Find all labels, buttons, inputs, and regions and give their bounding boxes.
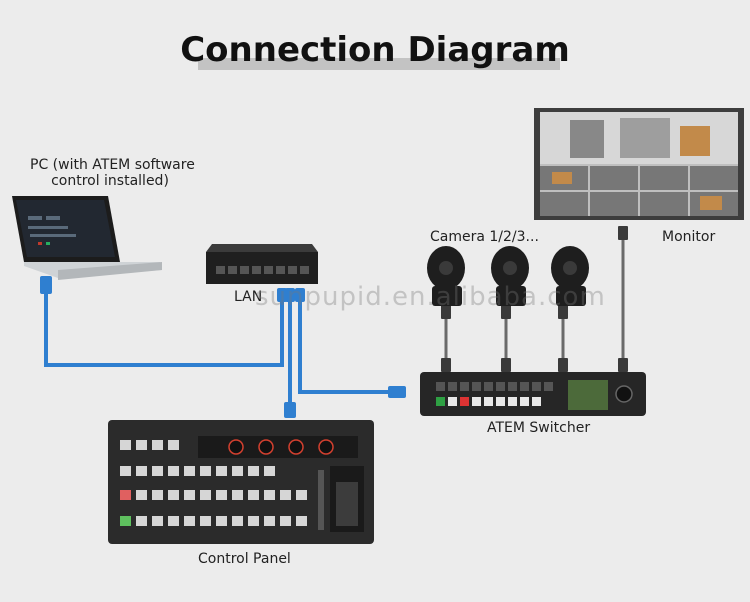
rj45-plugs bbox=[40, 276, 406, 418]
title-underline-bar bbox=[198, 58, 560, 70]
ptz-camera-1 bbox=[427, 246, 465, 306]
atem-switcher-label: ATEM Switcher bbox=[487, 420, 591, 436]
ptz-camera-2 bbox=[491, 246, 529, 306]
page-title: Connection Diagram bbox=[180, 30, 570, 70]
control-panel-label: Control Panel bbox=[198, 551, 291, 567]
rj45-plug-switcher bbox=[388, 386, 406, 398]
title-area: Connection Diagram bbox=[0, 30, 750, 80]
ptz-camera-3 bbox=[551, 246, 589, 306]
camera-label: Camera 1/2/3... bbox=[430, 229, 539, 245]
lan-label: LAN bbox=[234, 289, 263, 305]
monitor bbox=[534, 108, 744, 220]
watermark: sunpupid.en.alibaba.com bbox=[255, 282, 606, 312]
rj45-plug-panel bbox=[284, 402, 296, 418]
ethernet-cables bbox=[44, 285, 392, 410]
pc-label-line1: PC (with ATEM software bbox=[30, 157, 195, 173]
laptop-pc bbox=[12, 196, 162, 280]
pc-label-line2: control installed) bbox=[51, 173, 169, 189]
monitor-label: Monitor bbox=[662, 229, 716, 245]
ethernet-cable-pc-to-lan bbox=[44, 285, 284, 367]
control-panel bbox=[108, 420, 374, 544]
pc-label: PC (with ATEM software control installed… bbox=[30, 157, 195, 189]
rj45-plug-pc bbox=[40, 276, 52, 294]
lan-switch bbox=[206, 244, 318, 284]
ptz-cameras bbox=[427, 246, 589, 306]
ethernet-cable-lan-to-switcher bbox=[298, 300, 392, 394]
atem-switcher bbox=[420, 372, 646, 416]
